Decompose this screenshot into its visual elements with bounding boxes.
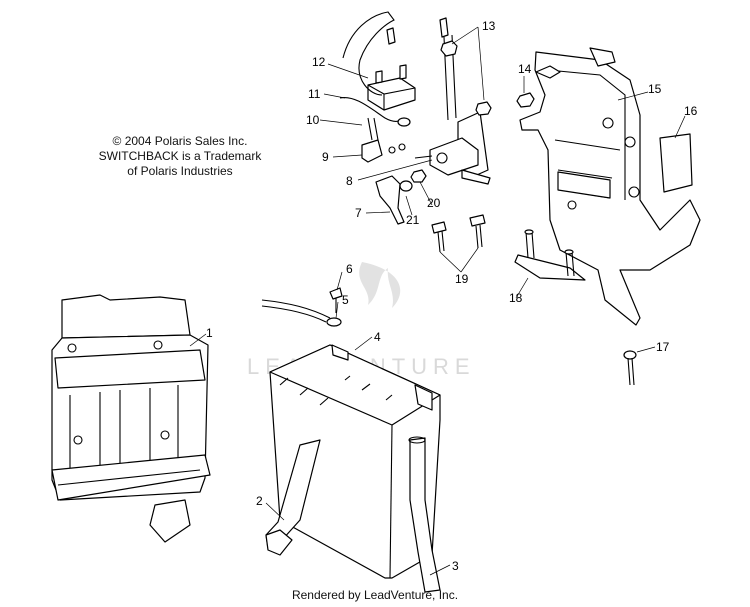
callout-3: 3 [452,559,459,573]
callout-15: 15 [648,82,662,96]
callout-20: 20 [427,196,441,210]
callout-18: 18 [509,291,523,305]
callout-9: 9 [322,150,329,164]
callout-19: 19 [455,272,469,286]
copyright-notice: © 2004 Polaris Sales Inc. SWITCHBACK is … [95,134,265,179]
callout-labels: 1 2 3 4 5 6 7 8 9 10 11 12 13 14 15 16 1… [206,19,698,573]
solenoid-bracket-part-8 [414,17,491,185]
callout-21: 21 [406,213,420,227]
connector-part-9 [361,117,406,163]
callout-17: 17 [656,340,670,354]
mounting-bracket-part-15 [519,47,701,326]
battery-cable-parts-5-6 [261,287,343,327]
nut-part-13 [440,40,492,116]
callout-6: 6 [346,262,353,276]
fasteners-parts-19-20 [410,169,486,253]
copyright-line-2: SWITCHBACK is a Trademark [98,149,262,163]
callout-13: 13 [482,19,496,33]
mounting-plate-part-18 [514,229,586,281]
callout-10: 10 [306,113,320,127]
callout-16: 16 [684,104,698,118]
relay-part-12 [339,11,416,127]
nut-part-14 [516,92,535,108]
callout-2: 2 [256,494,263,508]
label-part-16 [659,133,693,193]
vent-hose-part-3 [408,436,441,593]
callout-12: 12 [312,55,326,69]
leader-lines [189,26,686,576]
rivet-part-17 [623,350,637,386]
callout-4: 4 [374,330,381,344]
vent-tube-part-2 [265,439,321,556]
callout-1: 1 [206,326,213,340]
callout-8: 8 [346,174,353,188]
rendered-by-footer: Rendered by LeadVenture, Inc. [291,588,459,602]
callout-5: 5 [342,293,349,307]
copyright-line-3: of Polaris Industries [127,164,233,178]
callout-11: 11 [308,87,321,101]
callout-7: 7 [355,206,362,220]
battery-box-part-1 [51,294,211,543]
copyright-line-1: © 2004 Polaris Sales Inc. [112,134,248,148]
callout-14: 14 [518,62,532,76]
cable-part-7-21 [375,175,413,225]
